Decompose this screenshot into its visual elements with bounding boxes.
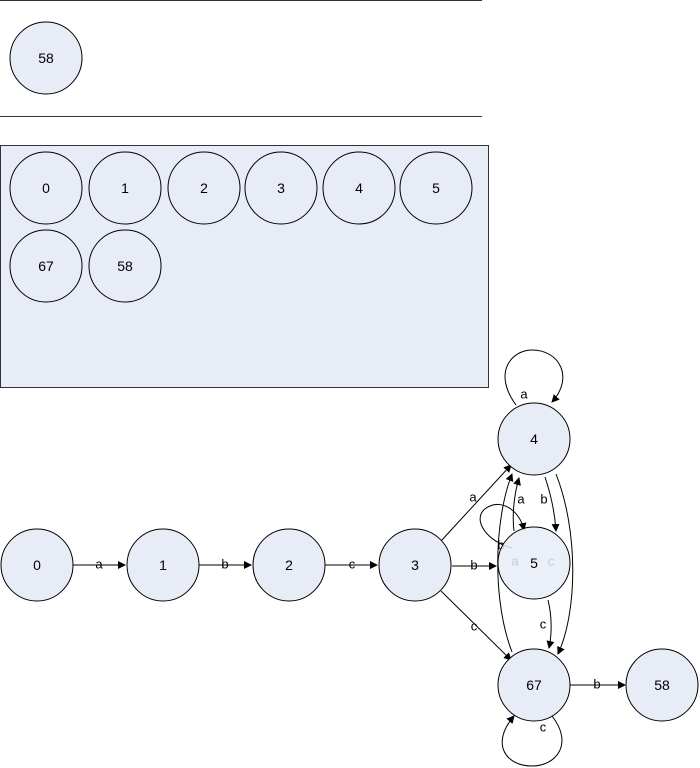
- edge-67-58: b: [570, 677, 626, 692]
- state-label: 4: [530, 431, 538, 447]
- state-node-67[interactable]: 67: [497, 648, 571, 722]
- edge-5-5-loop: b: [479, 504, 527, 553]
- palette-node-2[interactable]: 2: [167, 151, 241, 225]
- edge-67-67-loop: c: [501, 715, 563, 767]
- state-node-2[interactable]: 2: [252, 528, 326, 602]
- palette-node-label: 67: [38, 258, 54, 274]
- edge-label: b: [497, 538, 504, 553]
- edge-3-4: a: [440, 464, 512, 542]
- palette-node-label: 1: [121, 180, 129, 196]
- top-node-58[interactable]: 58: [9, 21, 83, 95]
- edge-4-4-loop: a: [504, 349, 564, 406]
- edge-label: c: [471, 619, 478, 634]
- state-node-1[interactable]: 1: [126, 528, 200, 602]
- edge-label: a: [469, 490, 477, 505]
- state-label: 1: [159, 557, 167, 573]
- palette-node-0[interactable]: 0: [9, 151, 83, 225]
- state-label: 2: [285, 557, 293, 573]
- edge-label: a: [95, 557, 103, 572]
- state-label: 5: [530, 555, 538, 571]
- state-label: 3: [411, 557, 419, 573]
- palette-node-label: 3: [277, 180, 285, 196]
- palette-node-label: 4: [355, 180, 363, 196]
- state-node-0[interactable]: 0: [0, 528, 74, 602]
- edge-label: b: [540, 492, 547, 507]
- state-node-4[interactable]: 4: [497, 402, 571, 476]
- palette-node-label: 58: [117, 258, 133, 274]
- state-node-58[interactable]: 58: [625, 648, 699, 722]
- palette-node-67[interactable]: 67: [9, 229, 83, 303]
- edge-3-5: b: [452, 558, 497, 573]
- edge-label: b: [593, 677, 600, 692]
- palette-node-4[interactable]: 4: [322, 151, 396, 225]
- edge-5-4: a: [512, 477, 525, 532]
- edge-label: c: [540, 617, 547, 632]
- top-node-58-label: 58: [38, 50, 54, 66]
- edge-label: b: [221, 557, 228, 572]
- palette-node-1[interactable]: 1: [88, 151, 162, 225]
- palette-node-label: 5: [432, 180, 440, 196]
- edge-0-1: a: [73, 557, 126, 572]
- state-node-5[interactable]: 5: [497, 526, 571, 600]
- palette-node-5[interactable]: 5: [399, 151, 473, 225]
- edge-3-67: c: [440, 590, 512, 661]
- edge-label: a: [520, 387, 528, 402]
- state-label: 67: [526, 677, 542, 693]
- edge-4-5: b: [540, 476, 560, 532]
- edge-label: b: [470, 558, 477, 573]
- edge-1-2: b: [199, 557, 252, 572]
- edge-label: a: [517, 492, 525, 507]
- palette-node-label: 2: [200, 180, 208, 196]
- state-label: 58: [654, 677, 670, 693]
- palette-node-3[interactable]: 3: [244, 151, 318, 225]
- palette-node-label: 0: [42, 180, 50, 196]
- edge-2-3: c: [325, 557, 378, 572]
- state-node-3[interactable]: 3: [378, 528, 452, 602]
- state-label: 0: [33, 557, 41, 573]
- edge-label: c: [349, 557, 356, 572]
- palette-node-58[interactable]: 58: [88, 229, 162, 303]
- edge-5-67: c: [540, 599, 555, 649]
- edge-label: c: [540, 720, 547, 735]
